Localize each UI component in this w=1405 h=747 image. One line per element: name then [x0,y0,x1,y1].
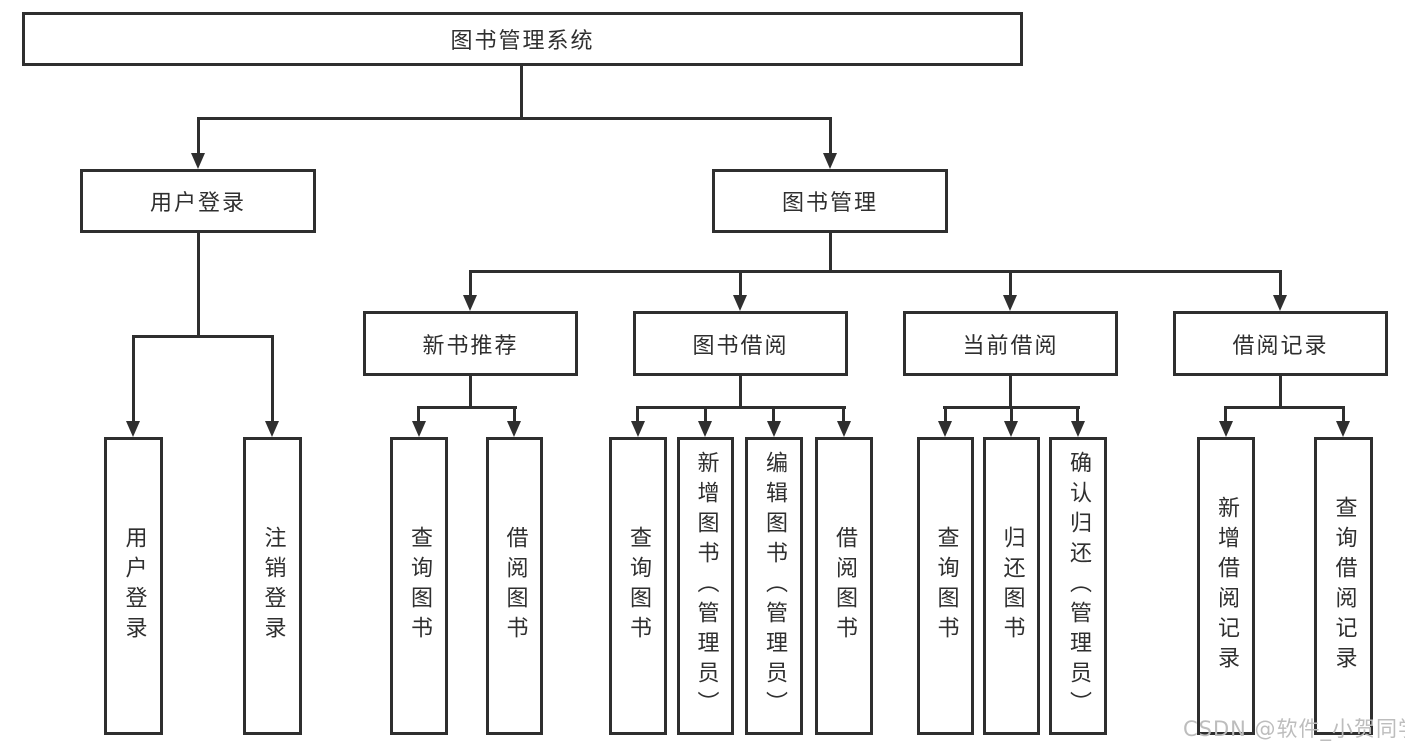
connector-line [1279,376,1282,409]
connector-line [132,335,135,425]
node-current-borrow-label: 当前借阅 [962,333,1059,359]
watermark: CSDN @软件_小贺同学 [1183,717,1405,741]
node-book-management: 图书管理 [712,169,948,233]
leaf-borrow-books-2-label: 借阅图书 [832,526,857,646]
connector-line [469,376,472,409]
connector-arrowhead [507,421,521,437]
connector-line [1010,406,1013,424]
node-new-book-recommend: 新书推荐 [363,311,578,376]
leaf-edit-book-admin-label: 编辑图书（管理员） [762,451,787,721]
connector-arrowhead [463,295,477,311]
leaf-add-book-admin-label: 新增图书（管理员） [693,451,719,721]
node-user-login: 用户登录 [80,169,316,233]
connector-arrowhead [1004,421,1018,437]
leaf-borrow-books-recommend-label: 借阅图书 [502,526,528,646]
leaf-query-borrow-record-label: 查询借阅记录 [1331,496,1357,676]
connector-arrowhead [938,421,952,437]
leaf-logout: 注销登录 [243,437,302,735]
connector-arrowhead [1071,421,1085,437]
connector-line [772,406,775,424]
connector-line [1009,270,1012,300]
connector-arrowhead [1003,295,1017,311]
node-book-management-label: 图书管理 [781,191,878,216]
connector-arrowhead [698,421,712,437]
node-book-borrow: 图书借阅 [633,311,848,376]
leaf-borrow-books-2: 借阅图书 [815,437,873,735]
connector-line [520,65,523,120]
connector-line [704,406,707,424]
connector-line [417,406,517,409]
connector-arrowhead [412,421,426,437]
leaf-add-borrow-record: 新增借阅记录 [1197,437,1255,735]
node-book-borrow-label: 图书借阅 [692,333,789,359]
node-root-label: 图书管理系统 [450,29,595,54]
leaf-query-books-borrow: 查询图书 [609,437,667,735]
node-borrow-records-label: 借阅记录 [1232,333,1329,359]
node-new-book-recommend-label: 新书推荐 [422,333,519,359]
leaf-confirm-return-admin: 确认归还（管理员） [1049,437,1107,735]
connector-arrowhead [1273,295,1287,311]
connector-line [636,406,639,424]
connector-line [944,406,947,424]
connector-line [1224,406,1345,409]
connector-line [739,376,742,409]
connector-arrowhead [1336,421,1350,437]
connector-line [197,117,200,155]
leaf-logout-label: 注销登录 [260,526,286,646]
leaf-add-book-admin: 新增图书（管理员） [677,437,734,735]
leaf-confirm-return-admin-label: 确认归还（管理员） [1066,451,1091,721]
connector-arrowhead [733,295,747,311]
connector-line [1342,406,1345,424]
leaf-query-books-recommend: 查询图书 [390,437,448,735]
leaf-return-book-label: 归还图书 [999,526,1025,646]
connector-line [469,270,1282,273]
connector-arrowhead [265,421,279,437]
leaf-add-borrow-record-label: 新增借阅记录 [1214,496,1239,676]
node-root: 图书管理系统 [22,12,1023,66]
connector-line [197,233,200,337]
connector-line [842,406,845,424]
connector-arrowhead [823,153,837,169]
connector-arrowhead [767,421,781,437]
connector-line [636,406,846,409]
connector-arrowhead [191,153,205,169]
connector-line [829,233,832,273]
leaf-query-books-borrow-label: 查询图书 [626,526,651,646]
leaf-borrow-books-recommend: 借阅图书 [486,437,543,735]
connector-line [1076,406,1079,424]
connector-line [417,406,420,424]
connector-line [513,406,516,424]
connector-arrowhead [837,421,851,437]
node-user-login-label: 用户登录 [149,191,246,216]
connector-arrowhead [126,421,140,437]
leaf-user-login-label: 用户登录 [121,526,147,646]
leaf-query-books-recommend-label: 查询图书 [407,526,432,646]
connector-line [132,335,274,338]
connector-line [1279,270,1282,300]
connector-line [829,117,832,155]
connector-line [197,117,832,120]
connector-line [271,335,274,425]
leaf-query-borrow-record: 查询借阅记录 [1314,437,1373,735]
leaf-query-books-current-label: 查询图书 [933,526,959,646]
leaf-query-books-current: 查询图书 [917,437,974,735]
node-current-borrow: 当前借阅 [903,311,1118,376]
connector-line [1009,376,1012,409]
leaf-return-book: 归还图书 [983,437,1040,735]
leaf-user-login: 用户登录 [104,437,163,735]
node-borrow-records: 借阅记录 [1173,311,1388,376]
leaf-edit-book-admin: 编辑图书（管理员） [745,437,803,735]
connector-arrowhead [631,421,645,437]
connector-line [469,270,472,300]
connector-arrowhead [1219,421,1233,437]
connector-line [1224,406,1227,424]
connector-line [739,270,742,300]
